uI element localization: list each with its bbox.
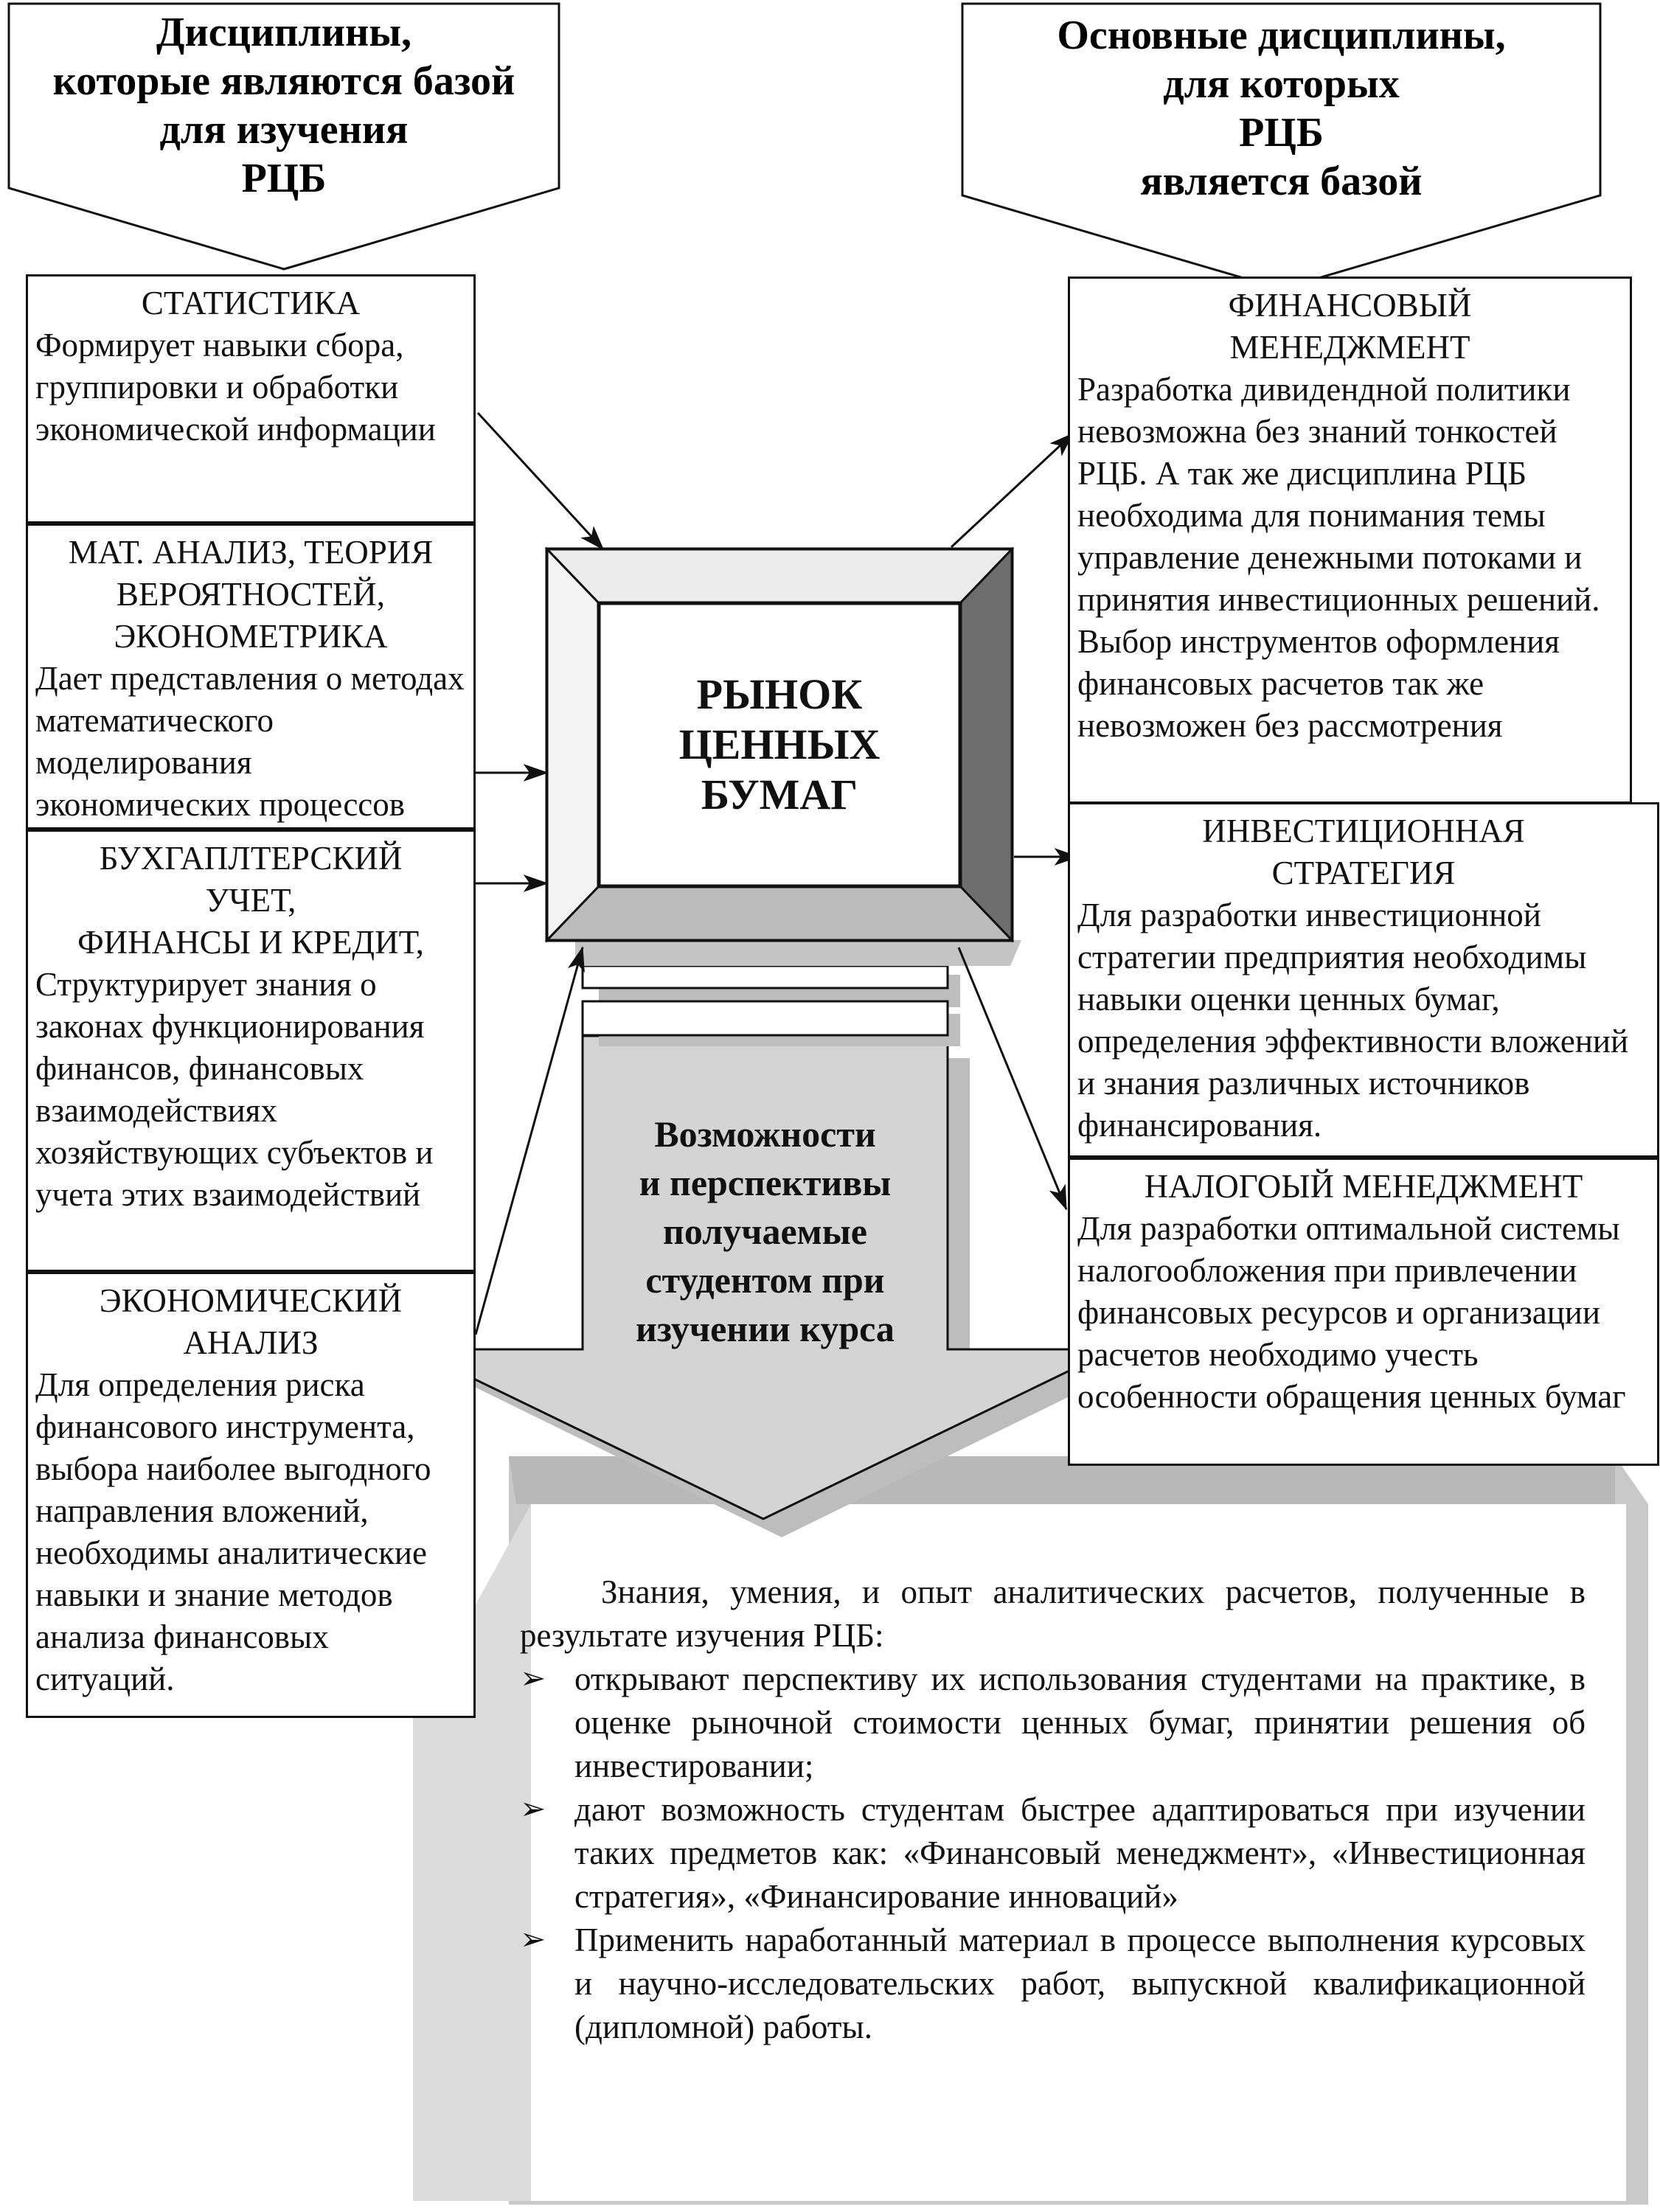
box-body: Разработка дивидендной политики невозмож… — [1077, 371, 1600, 618]
header-left-line: РЦБ — [241, 156, 327, 201]
box-tax-management: НАЛОГОЫЙ МЕНЕДЖМЕНТ Для разработки оптим… — [1068, 1158, 1659, 1466]
bevel-right — [959, 546, 1013, 943]
box-financial-management: ФИНАНСОВЫЙ МЕНЕДЖМЕНТ Разработка дивиден… — [1068, 276, 1632, 804]
header-left-line: которые являются базой — [52, 58, 515, 104]
header-right: Основные дисциплины, для которых РЦБ явл… — [973, 9, 1589, 208]
arrow-bullet-icon: ➢ — [520, 1662, 546, 1696]
header-left-text: Дисциплины, которые являются базой для и… — [53, 8, 515, 203]
header-right-line: Основные дисциплины, — [1057, 13, 1506, 58]
box-title: МЕНЕДЖМЕНТ — [1229, 329, 1470, 366]
box-title: УЧЕТ, — [205, 882, 296, 919]
box-title: ФИНАНСЫ И КРЕДИТ, — [77, 924, 424, 961]
down-arrow-line: Возможности — [654, 1113, 876, 1155]
box-body: Для разработки инвестиционной стратегии … — [1077, 897, 1629, 1144]
summary-item: ➢ открывают перспективу их использования… — [520, 1658, 1586, 1788]
bevel-top — [544, 548, 1015, 605]
box-title: НАЛОГОЫЙ МЕНЕДЖМЕНТ — [1144, 1168, 1583, 1205]
box-body: Дает представления о методах математичес… — [35, 660, 465, 823]
summary-item-text: открывают перспективу их использования с… — [574, 1660, 1586, 1784]
box-title: СТАТИСТИКА — [141, 285, 361, 321]
box-title: ФИНАНСОВЫЙ — [1228, 287, 1472, 324]
summary-item: ➢ дают возможность студентам быстрее ада… — [520, 1788, 1586, 1919]
summary-panel — [531, 1504, 1626, 2201]
summary-block: Знания, умения, и опыт аналитических рас… — [520, 1571, 1586, 2160]
arrow-fin-mgmt — [950, 432, 1074, 549]
arrow-statistics — [476, 411, 605, 551]
header-right-shape — [961, 2, 1602, 291]
box-accounting: БУХГАПЛТЕРСКИЙ УЧЕТ, ФИНАНСЫ И КРЕДИТ, С… — [26, 830, 476, 1272]
box-title: АНАЛИЗ — [183, 1324, 319, 1361]
center-box-inner — [597, 601, 962, 888]
box-title: СТРАТЕГИЯ — [1271, 855, 1456, 891]
box-body: Выбор инструментов оформления финансовых… — [1077, 623, 1560, 744]
bar-2 — [581, 1000, 949, 1037]
box-title: ВЕРОЯТНОСТЕЙ, — [116, 576, 386, 613]
box-body: Формирует навыки сбора, группировки и об… — [35, 327, 436, 448]
bevel-left — [546, 546, 600, 943]
down-arrow-line: студентом при — [645, 1259, 885, 1301]
box-title: ИНВЕСТИЦИОННАЯ — [1202, 813, 1525, 849]
header-left: Дисциплины, которые являются базой для и… — [22, 9, 546, 202]
arrow-tax — [957, 947, 1068, 1211]
header-right-line: РЦБ — [1239, 110, 1324, 156]
center-title: РЫНОК ЦЕННЫХ БУМАГ — [679, 669, 881, 820]
header-left-line: для изучения — [159, 107, 409, 153]
header-right-line: является базой — [1140, 159, 1423, 204]
center-title-line: БУМАГ — [701, 771, 858, 818]
box-title: ЭКОНОМЕТРИКА — [114, 618, 388, 655]
header-left-shape — [7, 2, 560, 271]
header-right-line: для которых — [1163, 61, 1400, 107]
header-left-line: Дисциплины, — [156, 10, 412, 55]
down-arrow-text: Возможности и перспективы получаемые сту… — [636, 1110, 895, 1353]
summary-list: ➢ открывают перспективу их использования… — [520, 1658, 1586, 2049]
box-economic-analysis: ЭКОНОМИЧЕСКИЙ АНАЛИЗ Для определения рис… — [26, 1272, 476, 1718]
down-arrow — [412, 1034, 1114, 1520]
center-box-shadow — [575, 940, 1021, 966]
center-box: РЫНОК ЦЕННЫХ БУМАГ — [599, 603, 960, 886]
bar-1 — [581, 964, 949, 990]
box-body: Для определения риска финансового инстру… — [35, 1366, 431, 1697]
down-arrow-line: получаемые — [663, 1211, 867, 1252]
summary-item-text: Применить наработанный материал в процес… — [574, 1921, 1586, 2045]
box-math-analysis: МАТ. АНАЛИЗ, ТЕОРИЯ ВЕРОЯТНОСТЕЙ, ЭКОНОМ… — [26, 524, 476, 830]
box-title: БУХГАПЛТЕРСКИЙ — [99, 840, 403, 877]
bevel-bottom — [544, 885, 1015, 942]
box-title: ЭКОНОМИЧЕСКИЙ — [99, 1282, 403, 1319]
summary-intro: Знания, умения, и опыт аналитических рас… — [520, 1573, 1586, 1654]
arrow-bullet-icon: ➢ — [520, 1923, 546, 1957]
center-title-line: РЫНОК — [696, 670, 863, 718]
arrow-bullet-icon: ➢ — [520, 1792, 546, 1826]
box-body: Структурирует знания о законах функциони… — [35, 966, 434, 1213]
arrow-econ-analysis — [474, 946, 585, 1335]
down-arrow-line: и перспективы — [639, 1162, 892, 1203]
box-investment-strategy: ИНВЕСТИЦИОННАЯ СТРАТЕГИЯ Для разработки … — [1068, 802, 1659, 1158]
summary-item-text: дают возможность студентам быстрее адапт… — [574, 1791, 1586, 1915]
header-right-text: Основные дисциплины, для которых РЦБ явл… — [1057, 11, 1505, 206]
box-title: МАТ. АНАЛИЗ, ТЕОРИЯ — [68, 534, 434, 571]
summary-item: ➢ Применить наработанный материал в проц… — [520, 1919, 1586, 2049]
center-title-line: ЦЕННЫХ — [678, 720, 881, 768]
box-body: Для разработки оптимальной системы налог… — [1077, 1210, 1626, 1415]
down-arrow-label: Возможности и перспективы получаемые сту… — [586, 1091, 944, 1371]
box-statistics: СТАТИСТИКА Формирует навыки сбора, групп… — [26, 274, 476, 524]
down-arrow-line: изучении курса — [636, 1308, 895, 1349]
